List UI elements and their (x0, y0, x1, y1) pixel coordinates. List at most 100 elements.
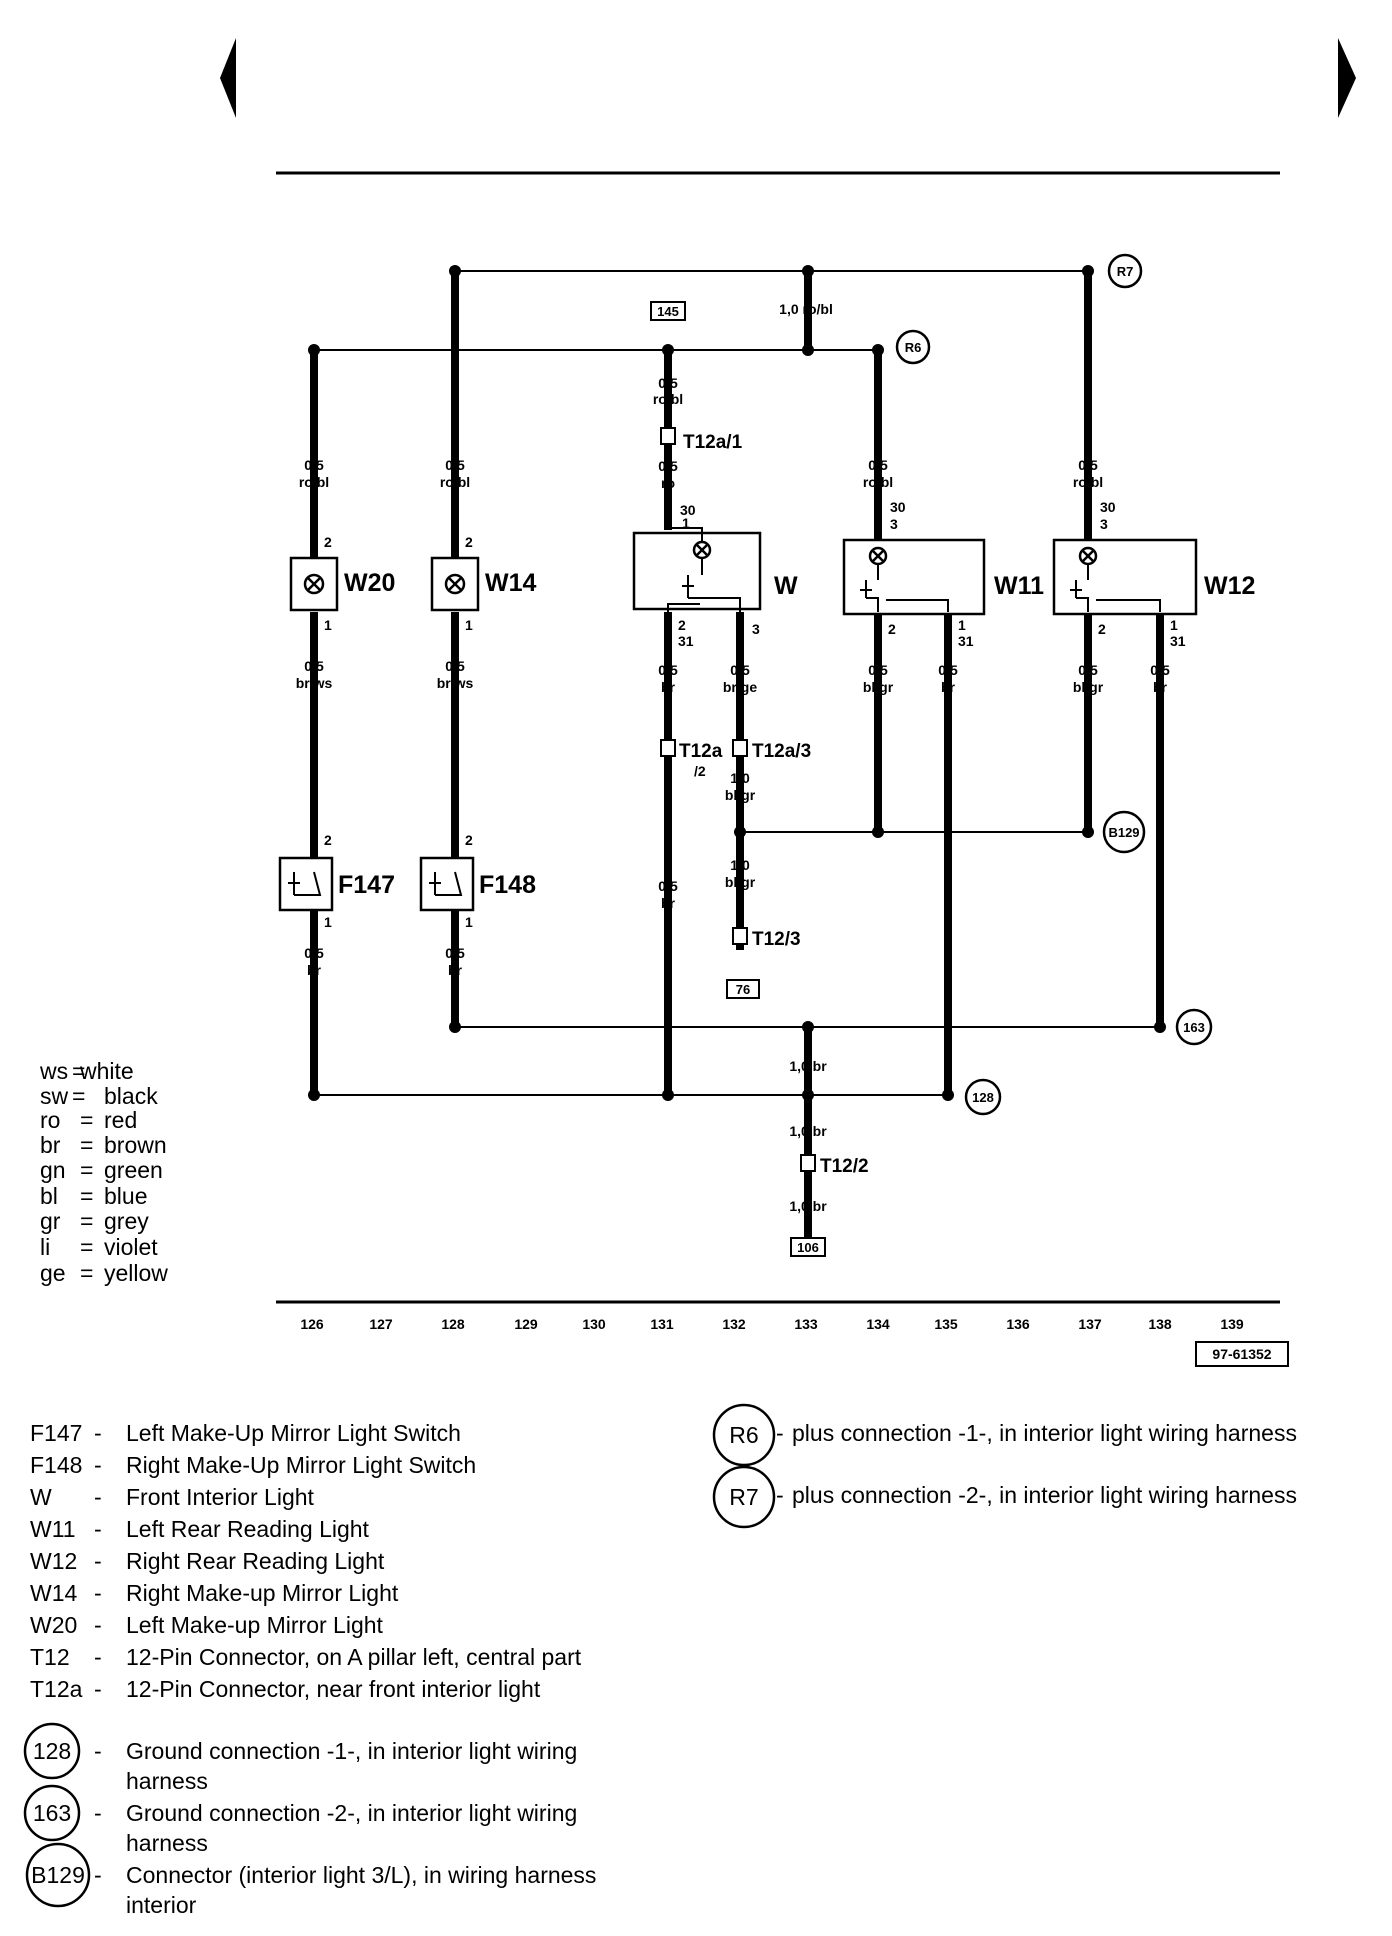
svg-text:interior: interior (126, 1892, 197, 1918)
svg-text:Right Make-up Mirror Light: Right Make-up Mirror Light (126, 1580, 399, 1606)
svg-text:12-Pin Connector, near front i: 12-Pin Connector, near front interior li… (126, 1676, 541, 1702)
svg-text:br: br (661, 895, 676, 911)
svg-text:1: 1 (324, 914, 332, 930)
triangle-left-icon[interactable] (220, 38, 236, 118)
svg-text:131: 131 (650, 1316, 674, 1332)
svg-text:ws: ws (39, 1058, 68, 1084)
w14-label: W14 (485, 569, 537, 597)
svg-text:W11: W11 (30, 1516, 76, 1542)
svg-text:2: 2 (888, 621, 896, 637)
b129-circle: B129 (1102, 810, 1146, 854)
svg-text:1,0 br: 1,0 br (789, 1123, 827, 1139)
svg-text:-: - (94, 1644, 102, 1670)
svg-text:31: 31 (1170, 633, 1186, 649)
svg-text:=: = (80, 1132, 93, 1158)
svg-text:3: 3 (1100, 516, 1108, 532)
svg-text:0,5: 0,5 (658, 375, 678, 391)
w12-label: W12 (1204, 572, 1255, 600)
t12a2-sub-label: /2 (694, 763, 706, 779)
svg-text:bl/gr: bl/gr (725, 787, 756, 803)
svg-text:bl/gr: bl/gr (863, 679, 894, 695)
ground-128-circle: 128 (964, 1078, 1002, 1116)
svg-text:grey: grey (104, 1208, 149, 1234)
svg-text:134: 134 (866, 1316, 890, 1332)
svg-text:yellow: yellow (104, 1260, 168, 1286)
svg-text:0,5: 0,5 (304, 945, 324, 961)
svg-text:30: 30 (680, 502, 696, 518)
front-interior-light: W (632, 522, 798, 612)
svg-text:=: = (80, 1234, 93, 1260)
svg-text:-: - (94, 1420, 102, 1446)
svg-text:F147: F147 (30, 1420, 82, 1446)
w11-label: W11 (994, 572, 1044, 600)
svg-text:2: 2 (678, 617, 686, 633)
svg-text:B129: B129 (31, 1862, 85, 1888)
w12-light: W12 (1052, 538, 1255, 616)
column-numbers: 126 127 128 129 130 131 132 133 134 135 … (300, 1316, 1244, 1332)
svg-text:1: 1 (465, 617, 473, 633)
f148-switch: F148 (419, 856, 536, 912)
svg-text:B129: B129 (1108, 825, 1139, 840)
svg-text:1: 1 (1170, 617, 1178, 633)
svg-text:blue: blue (104, 1183, 147, 1209)
ref-box-145: 145 (650, 301, 686, 321)
svg-text:130: 130 (582, 1316, 606, 1332)
t12a3-label: T12a/3 (752, 741, 811, 762)
svg-text:0,5: 0,5 (1150, 662, 1170, 678)
svg-text:brown: brown (104, 1132, 167, 1158)
svg-text:2: 2 (465, 832, 473, 848)
svg-text:-: - (94, 1580, 102, 1606)
svg-text:R6: R6 (729, 1422, 758, 1448)
w20-label: W20 (344, 569, 395, 597)
svg-text:145: 145 (657, 304, 679, 319)
t122-label: T12/2 (820, 1156, 869, 1177)
svg-text:green: green (104, 1157, 163, 1183)
svg-text:2: 2 (465, 534, 473, 550)
svg-text:2: 2 (324, 832, 332, 848)
switch-icon (429, 871, 463, 896)
t12a2-label: T12a (679, 741, 723, 762)
svg-text:Right Make-Up Mirror Light Swi: Right Make-Up Mirror Light Switch (126, 1452, 476, 1478)
svg-text:li: li (40, 1234, 50, 1260)
svg-text:plus connection -2-, in interi: plus connection -2-, in interior light w… (792, 1482, 1297, 1508)
svg-text:bl/gr: bl/gr (725, 874, 756, 890)
triangle-right-icon[interactable] (1338, 38, 1356, 118)
svg-text:Left Rear Reading Light: Left Rear Reading Light (126, 1516, 370, 1542)
svg-text:br/ws: br/ws (437, 675, 474, 691)
svg-text:-: - (94, 1452, 102, 1478)
svg-text:0,5: 0,5 (658, 662, 678, 678)
svg-text:0,5: 0,5 (868, 662, 888, 678)
svg-text:138: 138 (1148, 1316, 1172, 1332)
svg-text:-: - (94, 1862, 102, 1888)
svg-text:31: 31 (958, 633, 974, 649)
svg-text:W12: W12 (30, 1548, 77, 1574)
r7-circle: R7 (1107, 253, 1143, 289)
svg-text:W20: W20 (30, 1612, 77, 1638)
svg-text:0,5: 0,5 (730, 662, 750, 678)
svg-text:-: - (94, 1548, 102, 1574)
svg-text:1,0: 1,0 (730, 857, 750, 873)
svg-text:bl/gr: bl/gr (1073, 679, 1104, 695)
svg-text:0,5: 0,5 (658, 458, 678, 474)
svg-text:ge: ge (40, 1260, 66, 1286)
svg-text:br/ge: br/ge (723, 679, 757, 695)
svg-text:F148: F148 (30, 1452, 82, 1478)
svg-text:br: br (307, 962, 322, 978)
svg-text:violet: violet (104, 1234, 158, 1260)
svg-text:0,5: 0,5 (1078, 457, 1098, 473)
svg-text:gr: gr (40, 1208, 61, 1234)
svg-text:ro/bl: ro/bl (1073, 474, 1103, 490)
svg-text:Right Rear Reading Light: Right Rear Reading Light (126, 1548, 385, 1574)
svg-text:br: br (448, 962, 463, 978)
svg-text:1,0: 1,0 (730, 770, 750, 786)
svg-text:ro/bl: ro/bl (863, 474, 893, 490)
svg-text:sw: sw (40, 1083, 69, 1109)
svg-text:129: 129 (514, 1316, 538, 1332)
svg-text:red: red (104, 1107, 137, 1133)
svg-text:-: - (94, 1612, 102, 1638)
svg-text:=: = (80, 1157, 93, 1183)
svg-text:2: 2 (324, 534, 332, 550)
svg-text:br/ws: br/ws (296, 675, 333, 691)
svg-text:-: - (776, 1420, 784, 1446)
